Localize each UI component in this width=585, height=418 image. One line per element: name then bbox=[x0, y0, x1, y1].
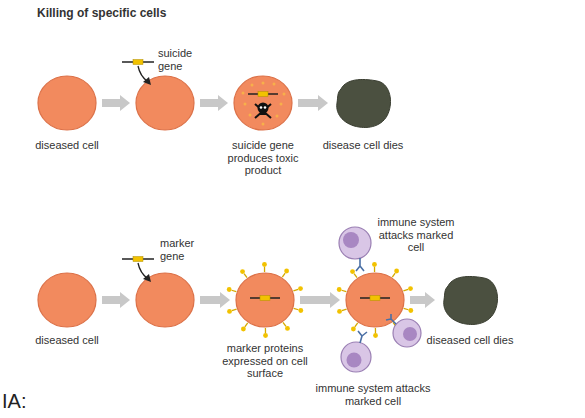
cell: suicide gene produces toxic product bbox=[233, 75, 293, 131]
cell-label: suicide gene bbox=[158, 47, 204, 72]
cell-label: diseased cell bbox=[7, 334, 127, 347]
cell-outline bbox=[135, 272, 195, 328]
process-arrow bbox=[200, 95, 228, 111]
diagram-title: Killing of specific cells bbox=[37, 6, 166, 20]
immune-cell bbox=[341, 331, 371, 372]
cell: diseased cell bbox=[37, 272, 97, 328]
dead-cell: disease cell dies bbox=[333, 75, 393, 131]
suicide-gene-symbol bbox=[122, 60, 154, 86]
cell-label: diseased cell bbox=[7, 139, 127, 152]
cell-outline bbox=[37, 75, 97, 131]
process-arrow bbox=[102, 95, 130, 111]
process-arrow bbox=[298, 95, 328, 111]
cell-label: immune system attacks marked cell bbox=[375, 216, 457, 254]
cell-label: immune system attacks marked cell bbox=[313, 382, 433, 407]
cell: suicide gene bbox=[135, 75, 195, 131]
dead-cell-outline bbox=[440, 272, 500, 328]
cell-outline bbox=[37, 272, 97, 328]
cell: marker proteins expressed on cell surfac… bbox=[235, 272, 295, 328]
dead-cell-outline bbox=[333, 75, 393, 131]
cell-label: marker proteins expressed on cell surfac… bbox=[213, 342, 317, 380]
cell-label: disease cell dies bbox=[308, 139, 418, 152]
process-arrow bbox=[410, 292, 435, 308]
cell: diseased cell bbox=[37, 75, 97, 131]
gene-in-cell bbox=[250, 296, 390, 301]
cell-outline bbox=[233, 75, 293, 131]
cell-outline bbox=[235, 272, 295, 328]
figure-label: IA: bbox=[2, 390, 26, 413]
cell: marker gene bbox=[135, 272, 195, 328]
process-arrow bbox=[102, 292, 130, 308]
process-arrow bbox=[300, 292, 340, 308]
toxic-product-symbol bbox=[242, 82, 286, 126]
immune-cell bbox=[386, 314, 421, 347]
marker-proteins bbox=[227, 262, 413, 338]
cell-outline bbox=[345, 272, 405, 328]
cell-label: diseased cell dies bbox=[420, 334, 520, 347]
dead-cell: diseased cell dies bbox=[440, 272, 500, 328]
immune-cell bbox=[339, 227, 371, 271]
cell-outline bbox=[135, 75, 195, 131]
cell: immune system attacks marked cellimmune … bbox=[345, 272, 405, 328]
marker-gene-symbol bbox=[122, 257, 154, 283]
cell-label: suicide gene produces toxic product bbox=[213, 139, 313, 177]
cell-label: marker gene bbox=[160, 237, 206, 262]
process-arrow bbox=[200, 292, 230, 308]
